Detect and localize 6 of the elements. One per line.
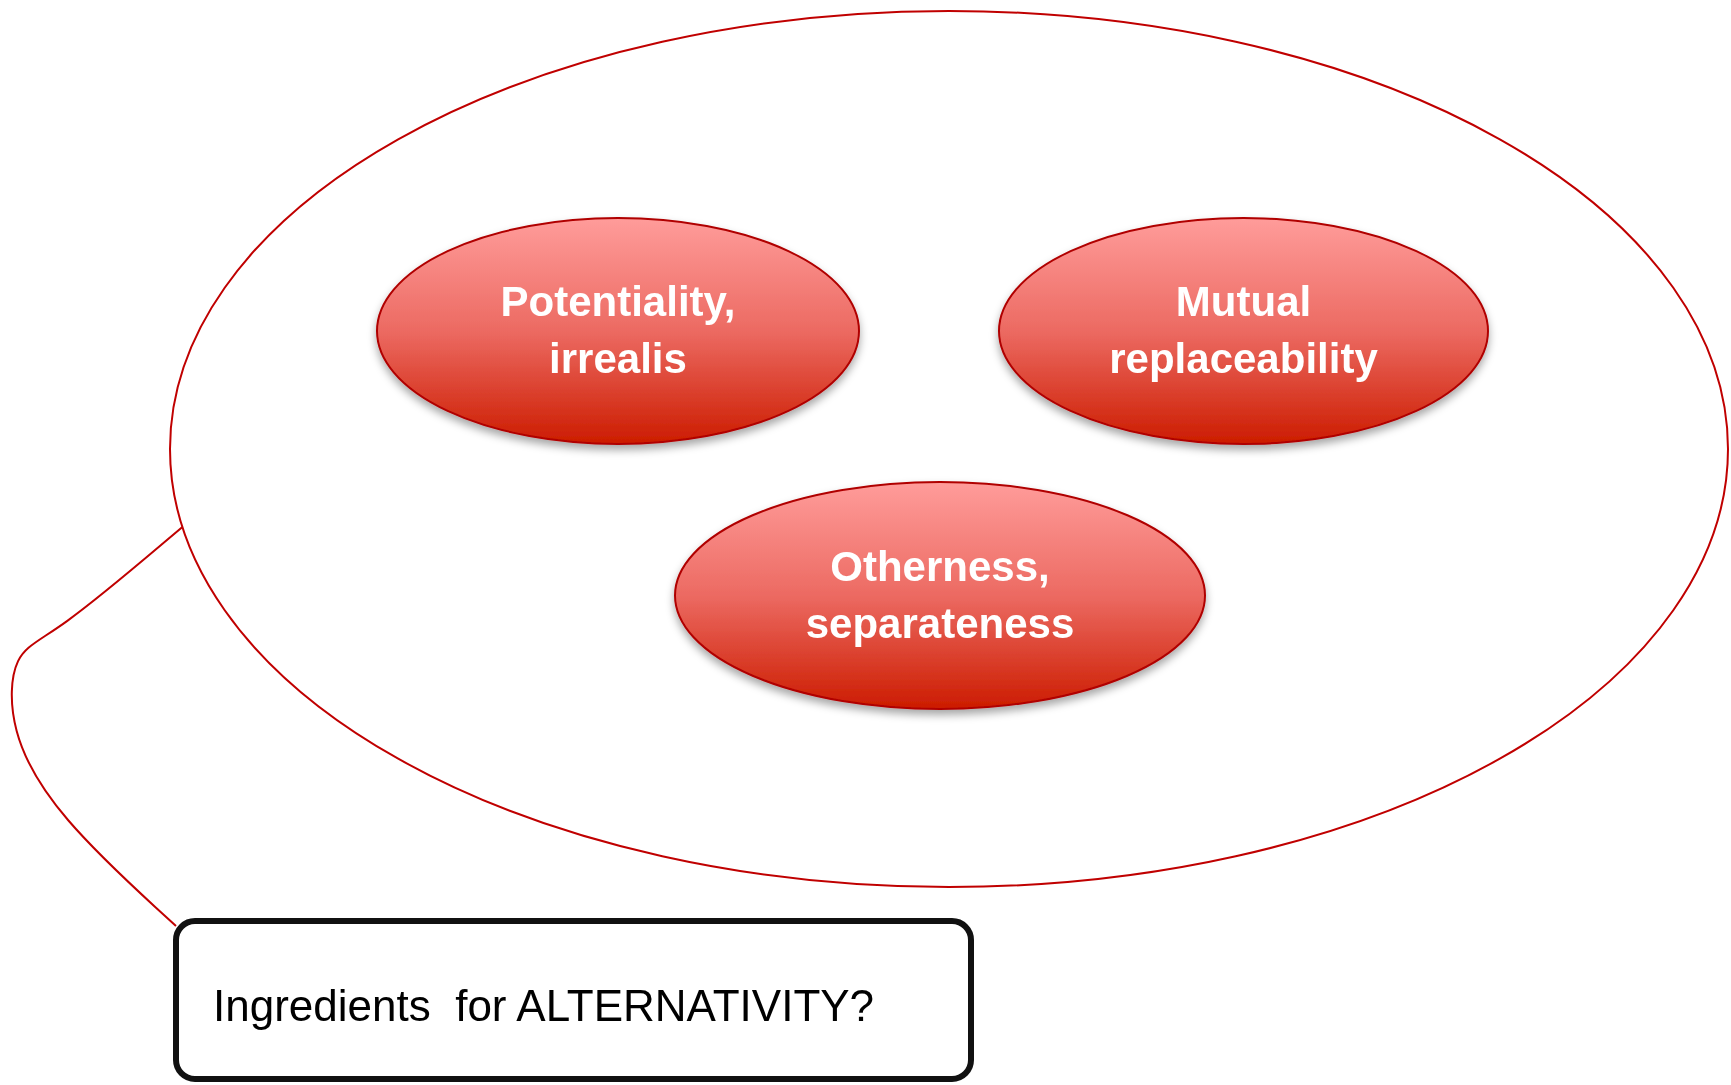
concept-label: Potentiality, irrealis: [499, 277, 737, 384]
concept-label: Otherness, separateness: [804, 541, 1076, 649]
concept-label: Mutual replaceability: [1108, 277, 1379, 384]
callout-line: [10, 526, 184, 927]
callout-box: [173, 918, 974, 1082]
callout-text: Ingredients for ALTERNATIVITY?: [213, 981, 875, 1031]
